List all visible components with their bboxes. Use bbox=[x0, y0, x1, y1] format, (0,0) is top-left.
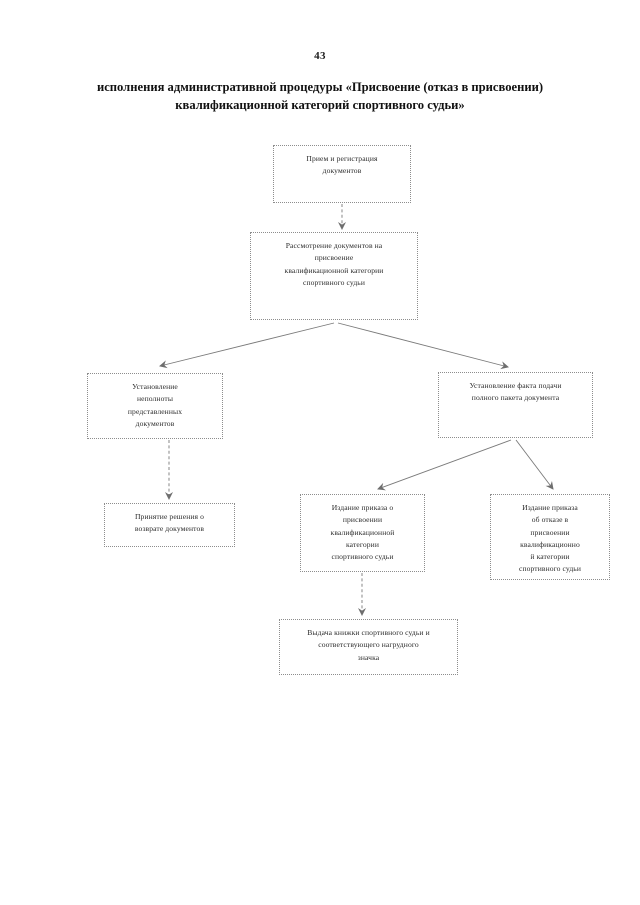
edge-n2-n3 bbox=[159, 322, 335, 369]
flow-node-return-decision: Принятие решения о возврате документов bbox=[104, 503, 235, 547]
edge-n4-n6 bbox=[377, 439, 512, 491]
flow-node-label: Издание приказа об отказе в присвоении к… bbox=[518, 503, 582, 574]
edge-n2-n4 bbox=[337, 322, 509, 370]
flow-node-intake: Прием и регистрация документов bbox=[273, 145, 411, 203]
edge-n4-n7 bbox=[515, 439, 554, 490]
page-number: 43 bbox=[314, 50, 326, 62]
flow-node-label: Рассмотрение документов на присвоение кв… bbox=[284, 241, 384, 287]
flow-node-label: Принятие решения о возврате документов bbox=[134, 512, 205, 534]
flow-node-review: Рассмотрение документов на присвоение кв… bbox=[250, 232, 418, 320]
flow-node-label: Установление неполноты представленных до… bbox=[127, 382, 183, 428]
flow-node-label: Выдача книжки спортивного судьи и соотве… bbox=[307, 628, 430, 662]
flow-node-incomplete-docs: Установление неполноты представленных до… bbox=[87, 373, 223, 439]
flow-node-award-order: Издание приказа о присвоении квалификаци… bbox=[300, 494, 425, 572]
flow-node-label: Прием и регистрация документов bbox=[306, 154, 378, 176]
page-title: исполнения административной процедуры «П… bbox=[96, 80, 544, 113]
flow-node-issue-book: Выдача книжки спортивного судьи и соотве… bbox=[279, 619, 458, 675]
flow-node-refusal-order: Издание приказа об отказе в присвоении к… bbox=[490, 494, 610, 580]
flow-node-complete-docs: Установление факта подачи полного пакета… bbox=[438, 372, 593, 438]
flow-node-label: Установление факта подачи полного пакета… bbox=[469, 381, 562, 403]
flow-node-label: Издание приказа о присвоении квалификаци… bbox=[330, 503, 395, 562]
